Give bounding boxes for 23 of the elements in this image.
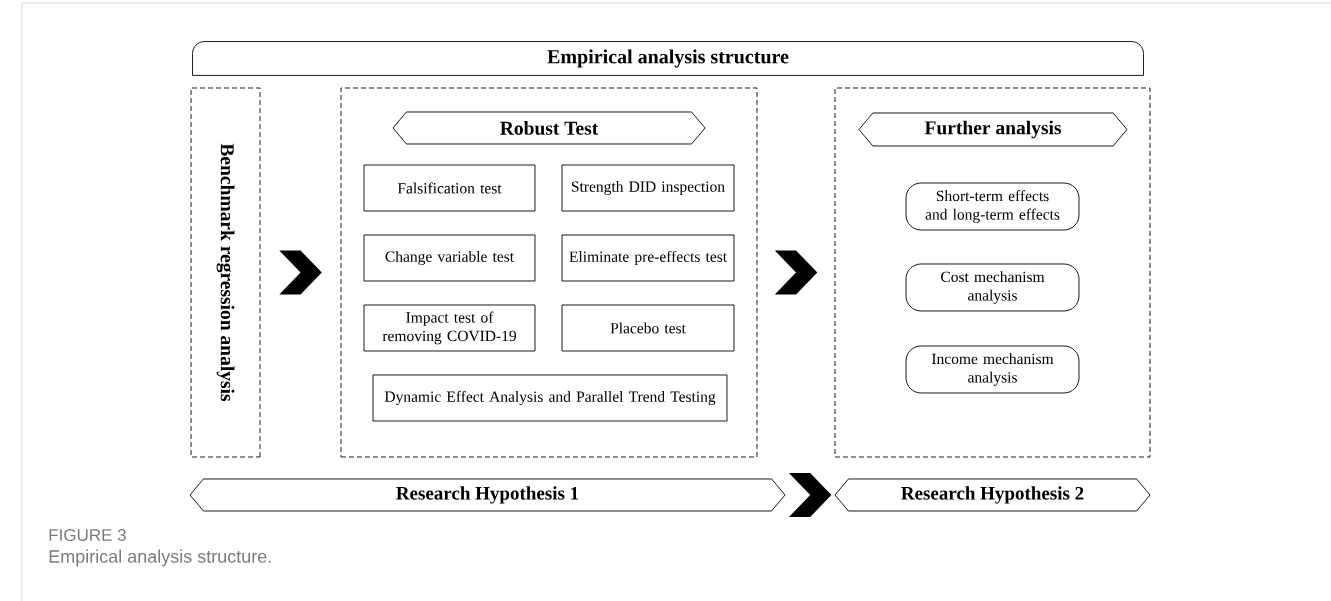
test-box: Falsification test [363,164,536,212]
figure-caption: Empirical analysis structure. [49,549,271,567]
chevron-arrow [788,473,832,517]
test-box: Impact test of removing COVID-19 [363,304,536,352]
analysis-box: Cost mechanism analysis [905,263,1080,312]
chevron-arrow [774,250,818,295]
section-heading: Further analysis [858,112,1128,147]
analysis-box: Short-term effects and long-term effects [905,182,1080,231]
chevron-arrow [279,250,322,295]
test-box: Dynamic Effect Analysis and Parallel Trend Testing [372,374,728,422]
section-heading: Robust Test [392,111,706,145]
test-box: Eliminate pre-effects test [561,234,735,282]
hypothesis-banner: Research Hypothesis 2 [834,478,1151,512]
analysis-box: Income mechanism analysis [905,345,1080,394]
figure-number: FIGURE 3 [49,528,126,541]
stage-panel [340,87,758,458]
test-box: Placebo test [561,304,735,352]
test-box: Strength DID inspection [561,164,735,212]
stage-panel: Benchmark regression analysis [190,87,261,458]
stage-panel [834,87,1151,458]
hypothesis-banner: Research Hypothesis 1 [189,478,786,512]
title-banner: Empirical analysis structure [192,41,1144,76]
test-box: Change variable test [363,234,536,282]
